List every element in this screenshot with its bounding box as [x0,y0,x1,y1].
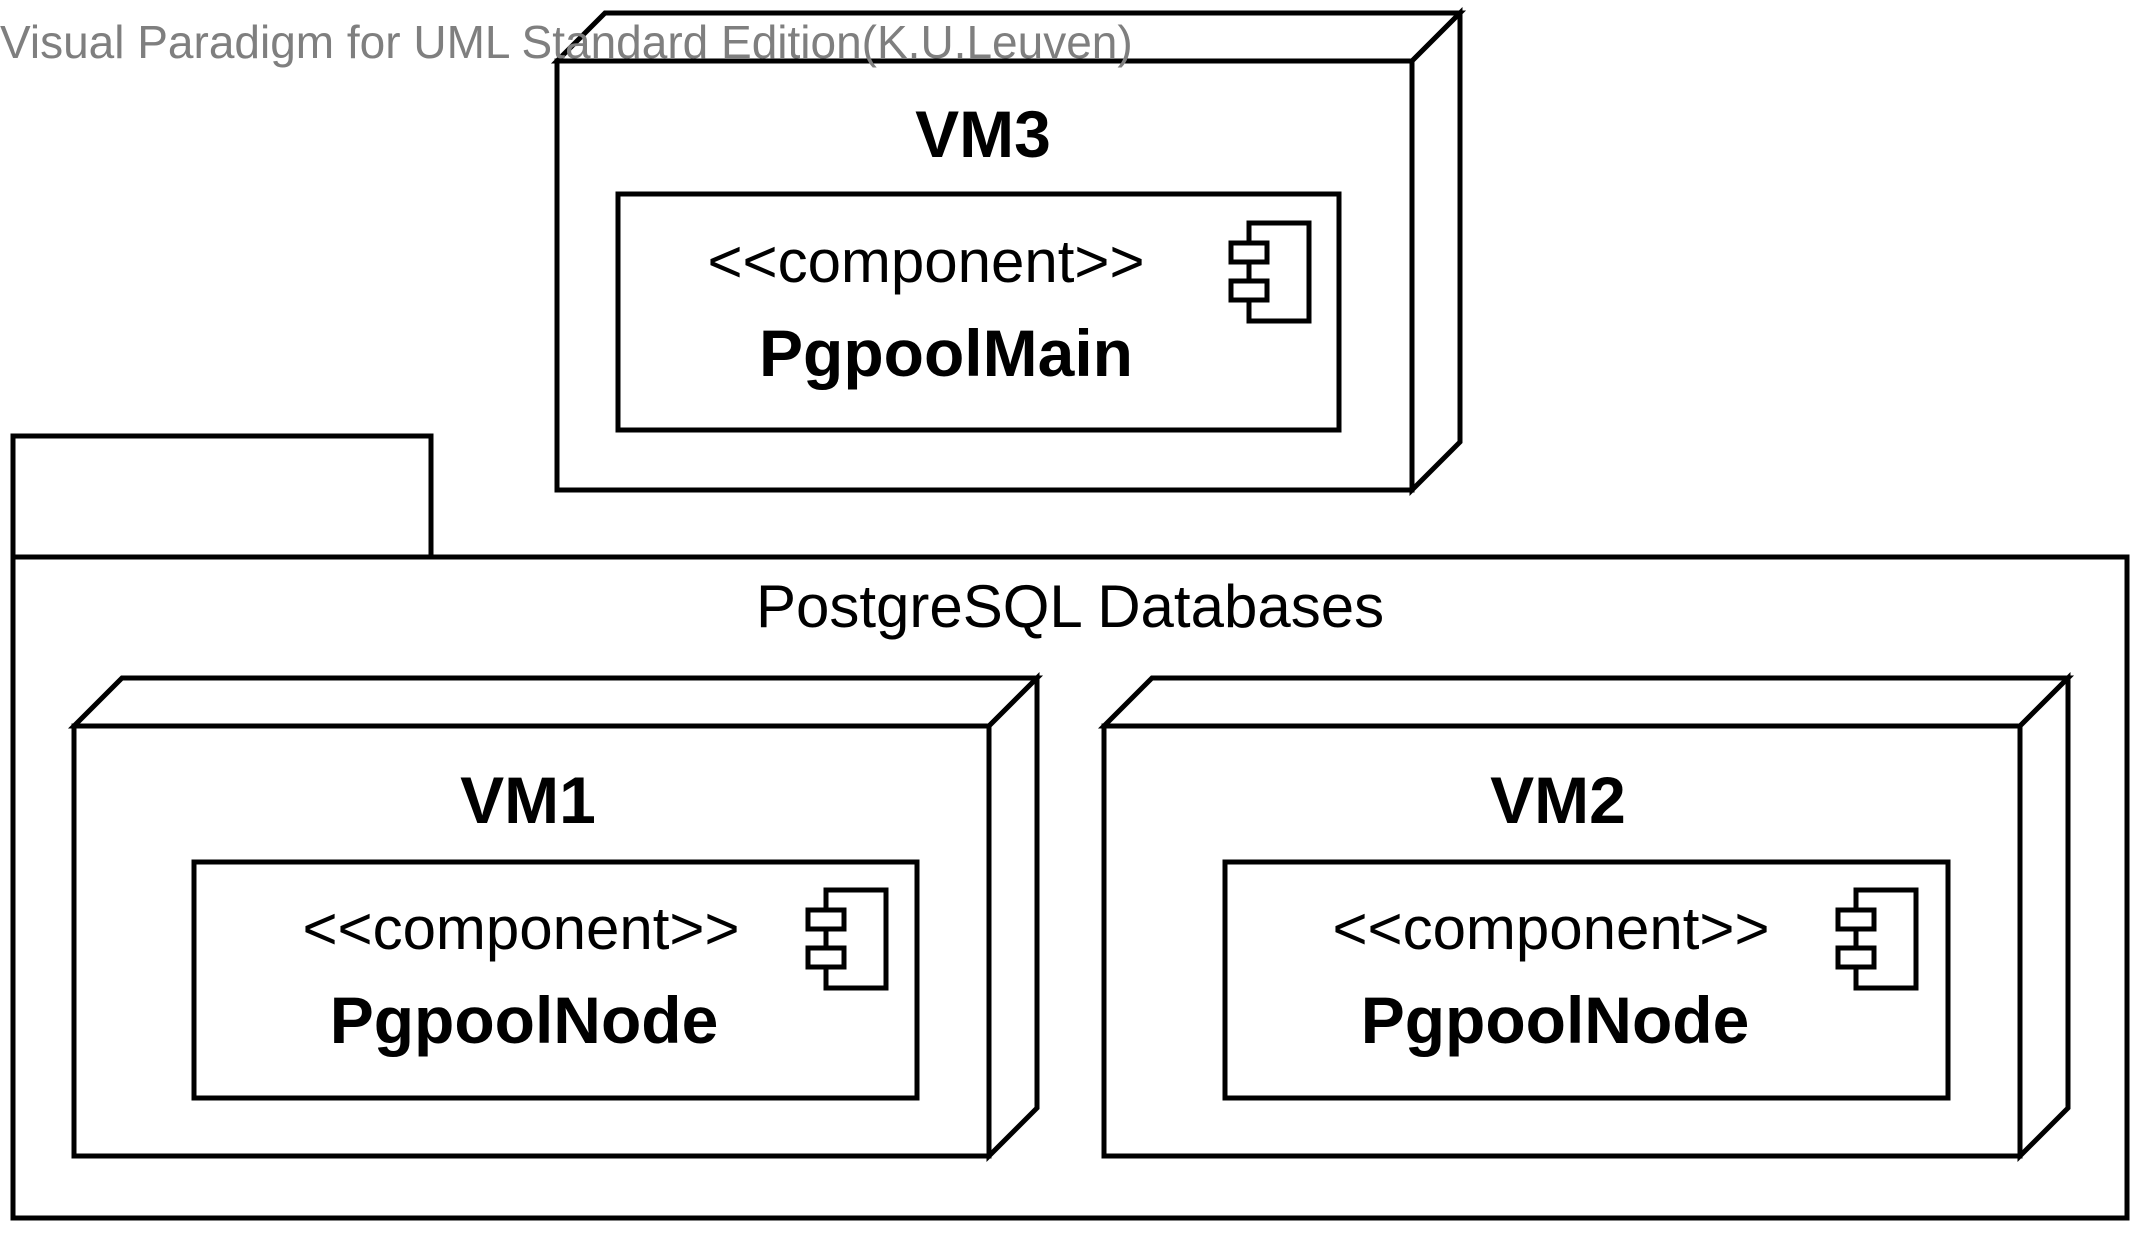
node-side-face [986,671,1040,1163]
node-top-face [67,675,1044,729]
node-title: VM1 [460,763,596,837]
component-stereotype: <<component>> [1332,895,1769,962]
component-stereotype: <<component>> [707,228,1144,295]
package-tab [10,433,434,561]
node-vm1[interactable]: VM1 <<component>> PgpoolNode [67,671,1044,1163]
component-name: PgpoolNode [330,983,719,1057]
node-side-face [2017,671,2071,1163]
watermark-text: Visual Paradigm for UML Standard Edition… [0,16,1133,68]
component-icon [1228,220,1312,324]
component-box [615,191,1342,433]
node-side-face [1409,6,1463,497]
node-vm2[interactable]: VM2 <<component>> PgpoolNode [1097,671,2075,1163]
node-vm3[interactable]: VM3 <<component>> PgpoolMain [550,6,1467,497]
component-icon [805,887,889,991]
node-title: VM2 [1490,763,1626,837]
component-box [1222,859,1951,1101]
package-name: PostgreSQL Databases [756,573,1384,640]
component-name: PgpoolMain [759,316,1133,390]
component-name: PgpoolNode [1361,983,1750,1057]
component-stereotype: <<component>> [302,895,739,962]
component-pgpoolnode[interactable]: <<component>> PgpoolNode [1222,859,1951,1101]
component-icon [1835,887,1919,991]
component-pgpoolmain[interactable]: <<component>> PgpoolMain [615,191,1342,433]
component-box [191,859,920,1101]
node-title: VM3 [915,97,1051,171]
node-top-face [1097,675,2075,729]
component-pgpoolnode[interactable]: <<component>> PgpoolNode [191,859,920,1101]
